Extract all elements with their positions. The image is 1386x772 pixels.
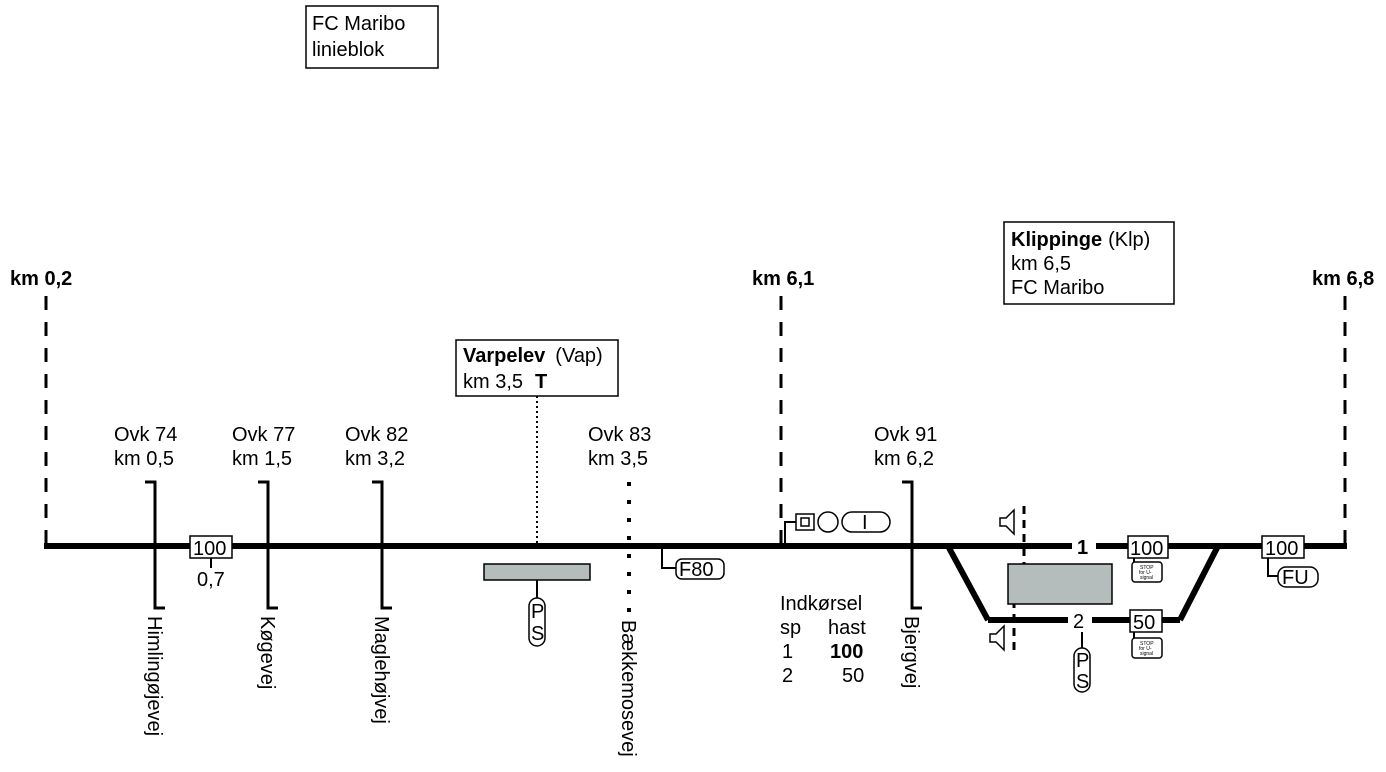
crossing-82-ovk: Ovk 82	[345, 424, 408, 446]
varpelev-platform	[483, 563, 591, 581]
speed-sign-100-left-label: 100	[193, 538, 226, 560]
track-2-speed-label: 50	[1133, 612, 1155, 634]
track-1-stop-l1: STOP	[1140, 565, 1154, 571]
crossing-82-road-symbol	[372, 480, 392, 610]
crossing-83-km: km 3,5	[588, 448, 648, 470]
entry-col-hast: hast	[828, 617, 866, 639]
klippinge-ps-sign	[1073, 647, 1091, 693]
line-block-box	[305, 5, 439, 69]
track-2-stop-l3: signal	[1140, 651, 1153, 657]
track-2-speed-sign	[1129, 609, 1163, 633]
crossing-83-ovk: Ovk 83	[588, 424, 651, 446]
track-2-stop-sign	[1131, 637, 1163, 659]
crossing-77-km: km 1,5	[232, 448, 292, 470]
varpelev-name: Varpelev	[463, 345, 546, 367]
km-marker-right: km 6,8	[1312, 268, 1374, 290]
signal-sign-i	[841, 511, 891, 533]
track-1-stop-l3: signal	[1140, 575, 1153, 581]
siding-left-diagonal	[945, 544, 991, 622]
varpelev-ps-sign	[528, 597, 546, 647]
signal-sign-i-label: I	[862, 512, 868, 534]
signal-base-inner	[800, 517, 810, 527]
track-2-stop-l2: for U-	[1139, 646, 1152, 652]
crossing-91-road: Bjergvej	[900, 616, 922, 688]
crossing-91-road-symbol	[902, 480, 922, 610]
klippinge-ps-s: S	[1076, 671, 1089, 693]
track-1-stop-l2: for U-	[1139, 570, 1152, 576]
f80-post	[661, 546, 676, 569]
entry-row1-sp: 1	[782, 641, 793, 663]
siding-right-diagonal	[1177, 544, 1221, 622]
track-2-stop-l1: STOP	[1140, 641, 1154, 647]
crossing-74-road: Himlingøjevej	[143, 616, 165, 736]
varpelev-code: (Vap)	[555, 345, 602, 367]
crossing-77: Ovk 77 km 1,5 Køgevej	[232, 424, 295, 689]
klippinge-km: km 6,5	[1011, 253, 1071, 275]
exit-speed-label: 100	[1265, 538, 1298, 560]
exit-speed-sign	[1261, 535, 1305, 559]
varpelev-ps-p: P	[531, 601, 544, 623]
crossing-77-road: Køgevej	[256, 616, 278, 689]
varpelev-title: Varpelev (Vap)	[463, 345, 603, 367]
f80-label: F80	[679, 559, 713, 581]
klippinge-line: FC Maribo	[1011, 277, 1104, 299]
crossing-83: Ovk 83 km 3,5 Bækkemosevej	[588, 424, 651, 757]
fu-sign	[1277, 566, 1319, 588]
klippinge-ps-p: P	[1076, 650, 1089, 672]
signal-post	[784, 521, 796, 546]
crossing-82-road: Maglehøjvej	[370, 616, 392, 724]
track-1-number-bg	[1072, 534, 1096, 558]
crossing-91-km: km 6,2	[874, 448, 934, 470]
track-2-number-bg	[1068, 608, 1092, 632]
track-1-number: 1	[1077, 537, 1088, 559]
signal-head	[817, 511, 839, 533]
crossing-74-road-symbol	[145, 480, 165, 610]
fu-label: FU	[1282, 567, 1309, 589]
klippinge-code: (Klp)	[1108, 229, 1150, 251]
crossing-83-road: Bækkemosevej	[617, 620, 639, 757]
line-block-label-2: linieblok	[312, 39, 385, 61]
horn-icon-upper	[999, 508, 1015, 536]
crossing-74-ovk: Ovk 74	[114, 424, 177, 446]
klippinge-name: Klippinge	[1011, 229, 1102, 251]
km-marker-middle: km 6,1	[752, 268, 814, 290]
klippinge-title: Klippinge (Klp)	[1011, 229, 1150, 251]
line-block-label-1: FC Maribo	[312, 13, 405, 35]
km-marker-left: km 0,2	[10, 268, 72, 290]
entry-col-sp: sp	[780, 617, 801, 639]
fu-post	[1267, 558, 1278, 577]
crossing-82-km: km 3,2	[345, 448, 405, 470]
entry-row2-hast: 50	[842, 665, 864, 687]
klippinge-platform	[1007, 563, 1113, 605]
track-1-speed-label: 100	[1130, 538, 1163, 560]
speed-sign-100-left-km: 0,7	[197, 569, 225, 591]
crossing-91-ovk: Ovk 91	[874, 424, 937, 446]
klippinge-box	[1003, 221, 1175, 305]
entry-title: Indkørsel	[780, 593, 862, 615]
crossing-82: Ovk 82 km 3,2 Maglehøjvej	[345, 424, 408, 724]
crossing-77-road-symbol	[258, 480, 278, 610]
crossing-74-km: km 0,5	[114, 448, 174, 470]
crossing-74: Ovk 74 km 0,5 Himlingøjevej	[114, 424, 177, 736]
entry-row2-sp: 2	[782, 665, 793, 687]
track-1-stop-sign	[1131, 561, 1163, 583]
track-1-speed-sign	[1127, 535, 1169, 559]
crossing-77-ovk: Ovk 77	[232, 424, 295, 446]
varpelev-km: km 3,5 T	[463, 371, 547, 393]
f80-sign	[675, 558, 725, 580]
varpelev-flag: T	[535, 371, 547, 393]
varpelev-km-value: km 3,5	[463, 371, 523, 393]
entry-row1-hast: 100	[830, 641, 863, 663]
horn-icon-lower	[989, 624, 1005, 652]
crossing-91: Ovk 91 km 6,2 Bjergvej	[874, 424, 937, 688]
varpelev-ps-s: S	[531, 623, 544, 645]
track-2-number: 2	[1073, 611, 1084, 633]
